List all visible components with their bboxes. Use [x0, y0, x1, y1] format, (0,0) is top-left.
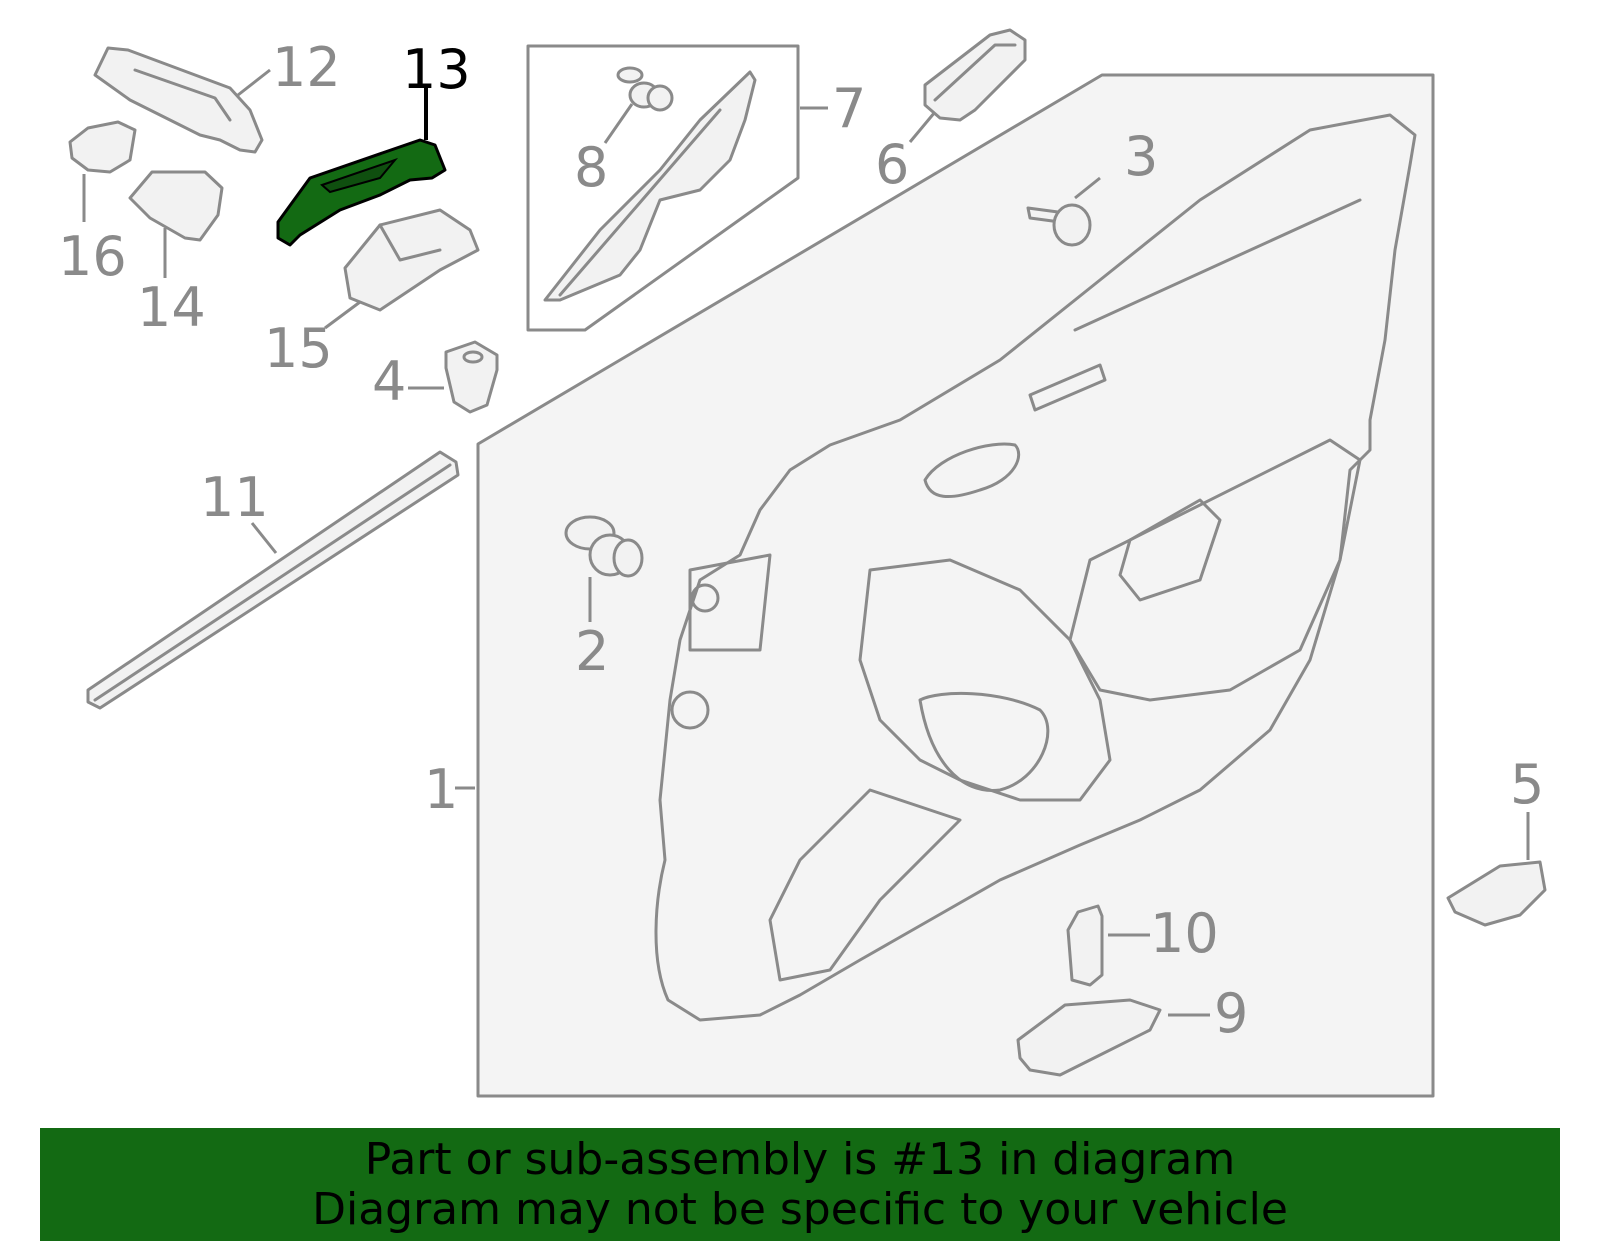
- banner-line-1: Part or sub-assembly is #13 in diagram: [364, 1134, 1236, 1185]
- callout-8: 8: [574, 136, 608, 199]
- part-15-switch-module[interactable]: [343, 208, 480, 312]
- callout-1: 1: [424, 758, 458, 821]
- callout-15: 15: [264, 317, 333, 380]
- part-12-switch-bezel[interactable]: [93, 46, 264, 154]
- part-3-screw[interactable]: [1026, 203, 1092, 247]
- part-10-plug[interactable]: [1066, 904, 1104, 987]
- part-1-door-trim-panel[interactable]: [476, 73, 1435, 1098]
- callout-14: 14: [137, 276, 206, 339]
- leader-lines: [82, 68, 1530, 1017]
- callout-7: 7: [832, 77, 866, 140]
- callout-5: 5: [1510, 753, 1544, 816]
- part-9-cover[interactable]: [1016, 998, 1162, 1077]
- part-6-handle-cover[interactable]: [923, 28, 1027, 122]
- part-13-highlighted[interactable]: [276, 138, 447, 247]
- callout-6: 6: [875, 133, 909, 196]
- callout-9: 9: [1214, 982, 1248, 1045]
- part-4-nut[interactable]: [444, 340, 499, 414]
- part-2-clip[interactable]: [564, 515, 644, 578]
- part-14-switch[interactable]: [128, 170, 224, 242]
- callout-13: 13: [402, 38, 471, 101]
- callout-2: 2: [575, 620, 609, 683]
- part-8-clip[interactable]: [616, 66, 674, 112]
- banner-line-2: Diagram may not be specific to your vehi…: [312, 1184, 1288, 1235]
- callout-10: 10: [1150, 902, 1219, 965]
- callout-3: 3: [1124, 125, 1158, 188]
- callout-12: 12: [272, 36, 341, 99]
- callout-16: 16: [58, 225, 127, 288]
- info-banner: Part or sub-assembly is #13 in diagram D…: [40, 1128, 1560, 1241]
- part-11-weatherstrip[interactable]: [86, 450, 460, 710]
- callout-11: 11: [200, 466, 269, 529]
- part-7-mirror-garnish-group[interactable]: [526, 44, 800, 332]
- part-16-bracket[interactable]: [68, 120, 137, 174]
- part-5-cap[interactable]: [1446, 860, 1547, 927]
- callout-4: 4: [372, 350, 406, 413]
